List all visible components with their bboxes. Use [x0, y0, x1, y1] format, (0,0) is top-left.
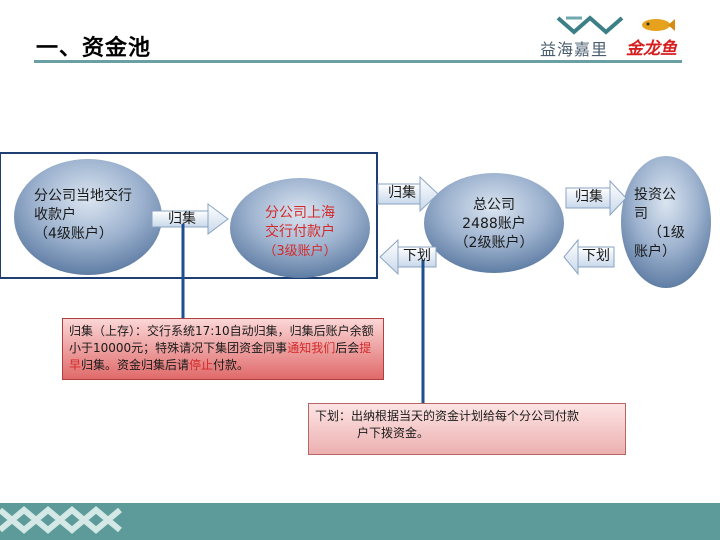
footer-pattern-icon: [0, 506, 122, 534]
branch-line-3: （4级账户）: [34, 226, 113, 242]
arrow-collect-3: [565, 179, 627, 217]
collection-note-text: 归集（上存）：交行系统17:10自动归集，归集后账户余额小于10000元；特殊请…: [69, 324, 374, 355]
page-title: 一、资金池: [36, 36, 152, 61]
allocation-note-callout: 下划：出纳根据当天的资金计划给每个分公司付款 户下拨资金。: [308, 403, 626, 455]
title-underline: [34, 60, 682, 63]
shanghai-line-3: （3级账户）: [263, 244, 337, 259]
allocate-label-1: 下划: [403, 248, 431, 264]
headquarters-account-label: 总公司 2488账户 （2级账户）: [432, 196, 556, 253]
company-logo-text: 益海嘉里: [540, 40, 609, 59]
invest-line-3: （1级: [648, 225, 685, 241]
investment-company-account-label: 投资公 司 （1级 账户）: [634, 186, 704, 262]
hq-line-1: 总公司: [473, 197, 515, 213]
logo-mark-icon: [556, 15, 624, 35]
invest-line-4: 账户）: [634, 244, 676, 260]
hq-line-2: 2488账户: [462, 216, 526, 232]
footer-band: [0, 503, 720, 540]
invest-line-1: 投资公: [634, 187, 676, 203]
collection-note-highlight-notify: 通知我们: [287, 341, 336, 355]
allocation-note-line-2: 户下拨资金。: [357, 426, 430, 440]
shanghai-payment-account-label: 分公司上海 交行付款户 （3级账户）: [234, 204, 366, 261]
hq-line-3: （2级账户）: [454, 235, 534, 251]
collect-label-1: 归集: [168, 211, 196, 227]
headquarters-account-node: [424, 173, 564, 273]
shanghai-payment-account-node: [230, 178, 370, 278]
collection-note-text-4: 付款。: [213, 358, 250, 372]
branch-collection-account-node: [14, 159, 162, 275]
allocate-label-2: 下划: [582, 248, 610, 264]
brand-logo-text: 金龙鱼: [626, 39, 677, 59]
branch-line-1: 分公司当地交行: [34, 188, 132, 204]
shanghai-line-2: 交行付款户: [265, 224, 335, 240]
collection-note-text-3: 归集。资金归集后请: [81, 358, 190, 372]
collection-note-text-2: 后会: [335, 341, 360, 355]
invest-line-2: 司: [634, 206, 648, 222]
branch-line-2: 收款户: [34, 207, 76, 223]
branch-collection-account-label: 分公司当地交行 收款户 （4级账户）: [18, 187, 158, 244]
collection-note-callout: 归集（上存）：交行系统17:10自动归集，归集后账户余额小于10000元；特殊请…: [62, 318, 384, 380]
arrow-allocate-1: [379, 238, 437, 276]
branch-accounts-frame: [0, 152, 378, 279]
investment-company-account-node: [621, 156, 711, 288]
allocation-note-line-1: 下划：出纳根据当天的资金计划给每个分公司付款: [315, 409, 580, 423]
collect-label-2: 归集: [388, 185, 416, 201]
arrow-collect-1: [151, 203, 229, 235]
collection-note-highlight-early: 提早: [69, 341, 372, 372]
collect-label-3: 归集: [575, 189, 603, 205]
collection-note-highlight-stop: 停止: [189, 358, 214, 372]
fish-logo-icon: [642, 19, 675, 31]
shanghai-line-1: 分公司上海: [265, 205, 335, 221]
arrow-collect-2: [377, 175, 439, 213]
arrow-allocate-2: [563, 238, 615, 276]
